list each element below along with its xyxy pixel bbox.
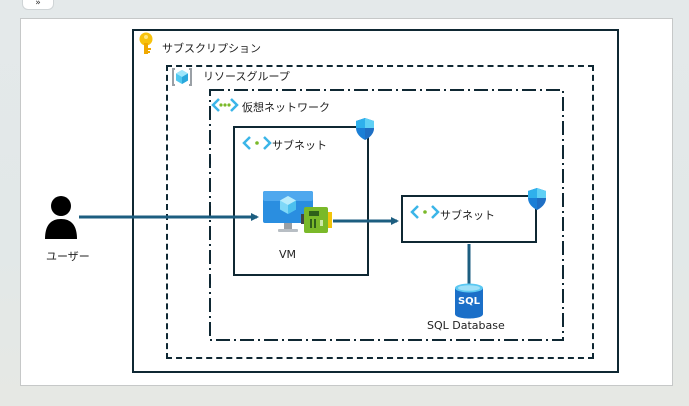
resource-group-label: リソースグループ [203, 70, 290, 83]
subnet-vm-label: サブネット [272, 139, 327, 152]
nsg-shield-icon [354, 117, 376, 141]
subnet-db-label: サブネット [440, 209, 495, 222]
diagram-canvas: サブスクリプション リソースグループ 仮想ネットワーク [20, 18, 673, 386]
resource-group-icon [171, 67, 193, 87]
virtual-network-icon [211, 97, 239, 113]
subnet-db-boundary[interactable] [401, 195, 537, 243]
virtual-machine-icon[interactable] [263, 191, 315, 235]
subscription-boundary[interactable] [132, 29, 619, 373]
user-icon[interactable] [43, 195, 79, 241]
subscription-label: サブスクリプション [162, 42, 261, 55]
connectors [79, 213, 473, 296]
subnet-icon [410, 204, 440, 220]
user-label: ユーザー [46, 250, 90, 263]
key-icon [138, 32, 154, 56]
network-interface-icon [301, 206, 333, 234]
nsg-shield-icon [526, 187, 548, 211]
virtual-network-boundary[interactable] [209, 89, 564, 341]
expand-button[interactable]: » [22, 0, 54, 10]
sql-icon-text: SQL [457, 296, 481, 307]
expand-label: » [35, 0, 41, 8]
resource-group-boundary[interactable] [166, 65, 594, 359]
sql-database-icon[interactable]: SQL [454, 283, 484, 319]
vm-label: VM [279, 248, 297, 261]
sql-database-label: SQL Database [427, 319, 505, 332]
virtual-network-label: 仮想ネットワーク [242, 101, 330, 114]
subnet-icon [242, 135, 272, 151]
